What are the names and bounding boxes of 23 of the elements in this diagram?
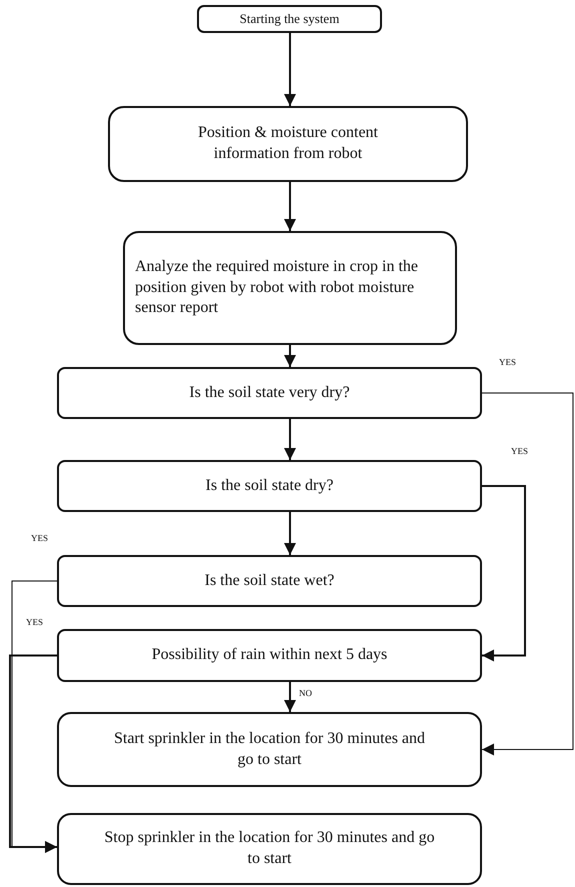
arrow (284, 419, 296, 460)
edge-label: NO (298, 688, 313, 698)
edge-label: YES (510, 446, 530, 456)
edge-label: YES (30, 533, 50, 543)
arrow (284, 33, 296, 106)
process-box: Position & moisture content information from robot (108, 106, 468, 182)
process-box: Starting the system (197, 5, 382, 33)
arrow (482, 392, 574, 756)
arrow (284, 512, 296, 555)
arrow (9, 654, 57, 853)
arrow (284, 345, 296, 367)
arrow (482, 485, 526, 662)
process-box: Possibility of rain within next 5 days (57, 629, 482, 682)
process-box: Analyze the required moisture in crop in the position given by robot with robot moisture sensor report (123, 231, 457, 345)
arrow (284, 682, 296, 712)
edge-label: YES (25, 617, 44, 627)
process-box: Is the soil state dry? (57, 460, 482, 512)
edge-label: YES (498, 357, 518, 367)
process-box: Is the soil state wet? (57, 555, 482, 607)
process-box: Start sprinkler in the location for 30 minutes and go to start (57, 712, 482, 787)
process-box: Is the soil state very dry? (57, 367, 482, 419)
process-box: Stop sprinkler in the location for 30 minutes and go to start (57, 813, 482, 885)
arrow (284, 182, 296, 231)
